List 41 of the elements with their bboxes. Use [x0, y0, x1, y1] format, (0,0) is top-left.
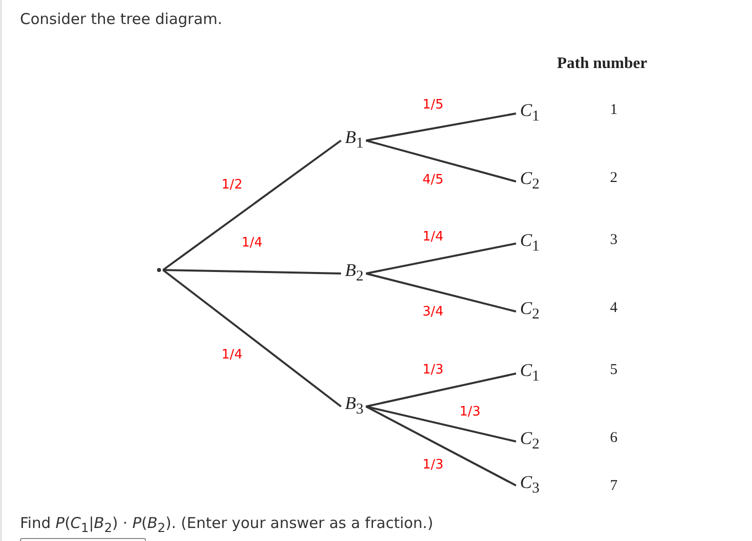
- question-text: Consider the tree diagram.: [20, 10, 222, 28]
- branch-line: [366, 406, 516, 486]
- probability-label: 1/4: [220, 348, 244, 362]
- path-number: 4: [610, 300, 618, 317]
- event-label: C$_{3}$: [520, 472, 540, 499]
- event-label: B$_{3}$: [345, 393, 364, 420]
- probability-label: 1/4: [240, 236, 264, 250]
- branch-line: [162, 269, 342, 408]
- probability-label: 1/3: [458, 404, 482, 420]
- branch-line: [162, 269, 342, 274]
- path-number: 1: [610, 102, 618, 119]
- branch-line: [366, 242, 516, 274]
- branch-point: [157, 268, 161, 272]
- branch-line: [366, 272, 516, 312]
- path-number: 6: [610, 430, 618, 447]
- probability-label: 1/2: [220, 178, 244, 192]
- branch-line: [162, 140, 342, 271]
- probability-label: 1/4: [422, 230, 444, 244]
- event-label: C$_{2}$: [520, 428, 540, 455]
- branch-line: [366, 112, 516, 142]
- probability-label: 3/4: [422, 304, 444, 320]
- column-header: Path number: [557, 55, 648, 73]
- branch-line: [366, 406, 516, 442]
- probability-label: 1/3: [422, 458, 444, 472]
- probability-label: 4/5: [422, 172, 444, 188]
- question-text: Find P(C$_{1}$|B$_{2}$) · P(B$_{2}$). (Enter your answer as a fraction.): [20, 514, 434, 535]
- event-label: C$_{2}$: [520, 168, 540, 195]
- branch-line: [366, 372, 516, 408]
- event-label: C$_{1}$: [520, 360, 540, 387]
- event-label: C$_{1}$: [520, 230, 540, 257]
- event-label: C$_{1}$: [520, 100, 540, 127]
- path-number: 7: [610, 478, 618, 495]
- event-label: B$_{1}$: [345, 127, 364, 154]
- path-number: 2: [610, 170, 618, 187]
- path-number: 5: [610, 362, 618, 379]
- probability-label: 1/3: [422, 362, 444, 378]
- probability-label: 1/5: [422, 98, 444, 112]
- path-number: 3: [610, 232, 618, 249]
- event-label: B$_{2}$: [345, 260, 364, 287]
- branch-line: [366, 140, 516, 182]
- event-label: C$_{2}$: [520, 298, 540, 325]
